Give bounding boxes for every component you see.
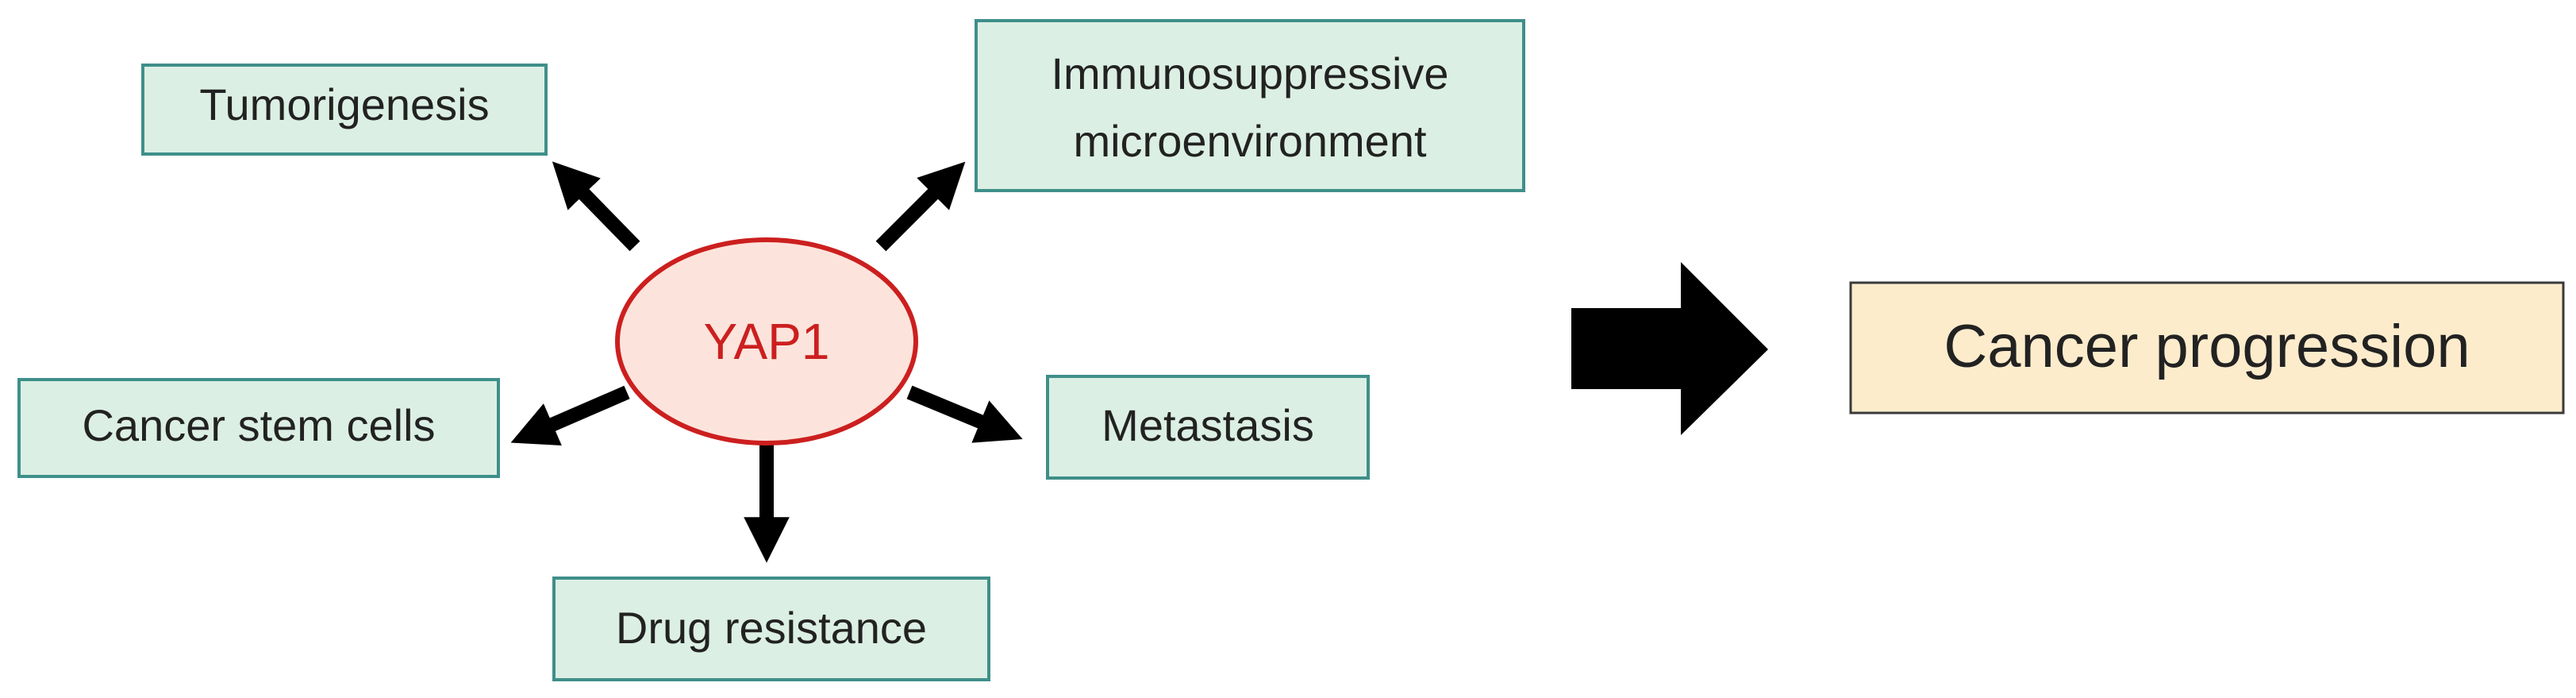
- cancer-progression-node: Cancer progression: [1849, 281, 2565, 415]
- arrow-to-tumorigenesis: [552, 161, 640, 252]
- tumorigenesis-label: Tumorigenesis: [199, 79, 489, 129]
- yap1-ellipse: [615, 237, 918, 445]
- arrow-to-immunosuppressive: [875, 161, 966, 252]
- cancer-progression-box: [1849, 281, 2565, 415]
- cancer-stem-cells-box: [17, 378, 500, 478]
- cancer-progression-label: Cancer progression: [1944, 313, 2470, 380]
- cancer-stem-cells-node: Cancer stem cells: [17, 378, 500, 478]
- immunosuppressive-label-line1: Immunosuppressive: [1051, 48, 1448, 98]
- metastasis-box: [1046, 375, 1370, 480]
- immunosuppressive-label-line2: microenvironment: [1073, 116, 1426, 166]
- metastasis-label: Metastasis: [1102, 400, 1314, 450]
- tumorigenesis-box: [141, 64, 548, 156]
- yap1-node: YAP1: [615, 237, 918, 445]
- block-arrow: [1571, 262, 1768, 435]
- arrow-to-metastasis: [906, 385, 1023, 443]
- arrow-to-cancer-stem-cells: [510, 385, 630, 445]
- drug-resistance-box: [552, 577, 990, 681]
- immunosuppressive-node: Immunosuppressive microenvironment: [975, 19, 1525, 192]
- tumorigenesis-node: Tumorigenesis: [141, 64, 548, 156]
- drug-resistance-label: Drug resistance: [616, 603, 927, 653]
- yap1-label: YAP1: [704, 313, 830, 370]
- metastasis-node: Metastasis: [1046, 375, 1370, 480]
- cancer-stem-cells-label: Cancer stem cells: [82, 400, 435, 450]
- immunosuppressive-box: [975, 19, 1525, 192]
- drug-resistance-node: Drug resistance: [552, 577, 990, 681]
